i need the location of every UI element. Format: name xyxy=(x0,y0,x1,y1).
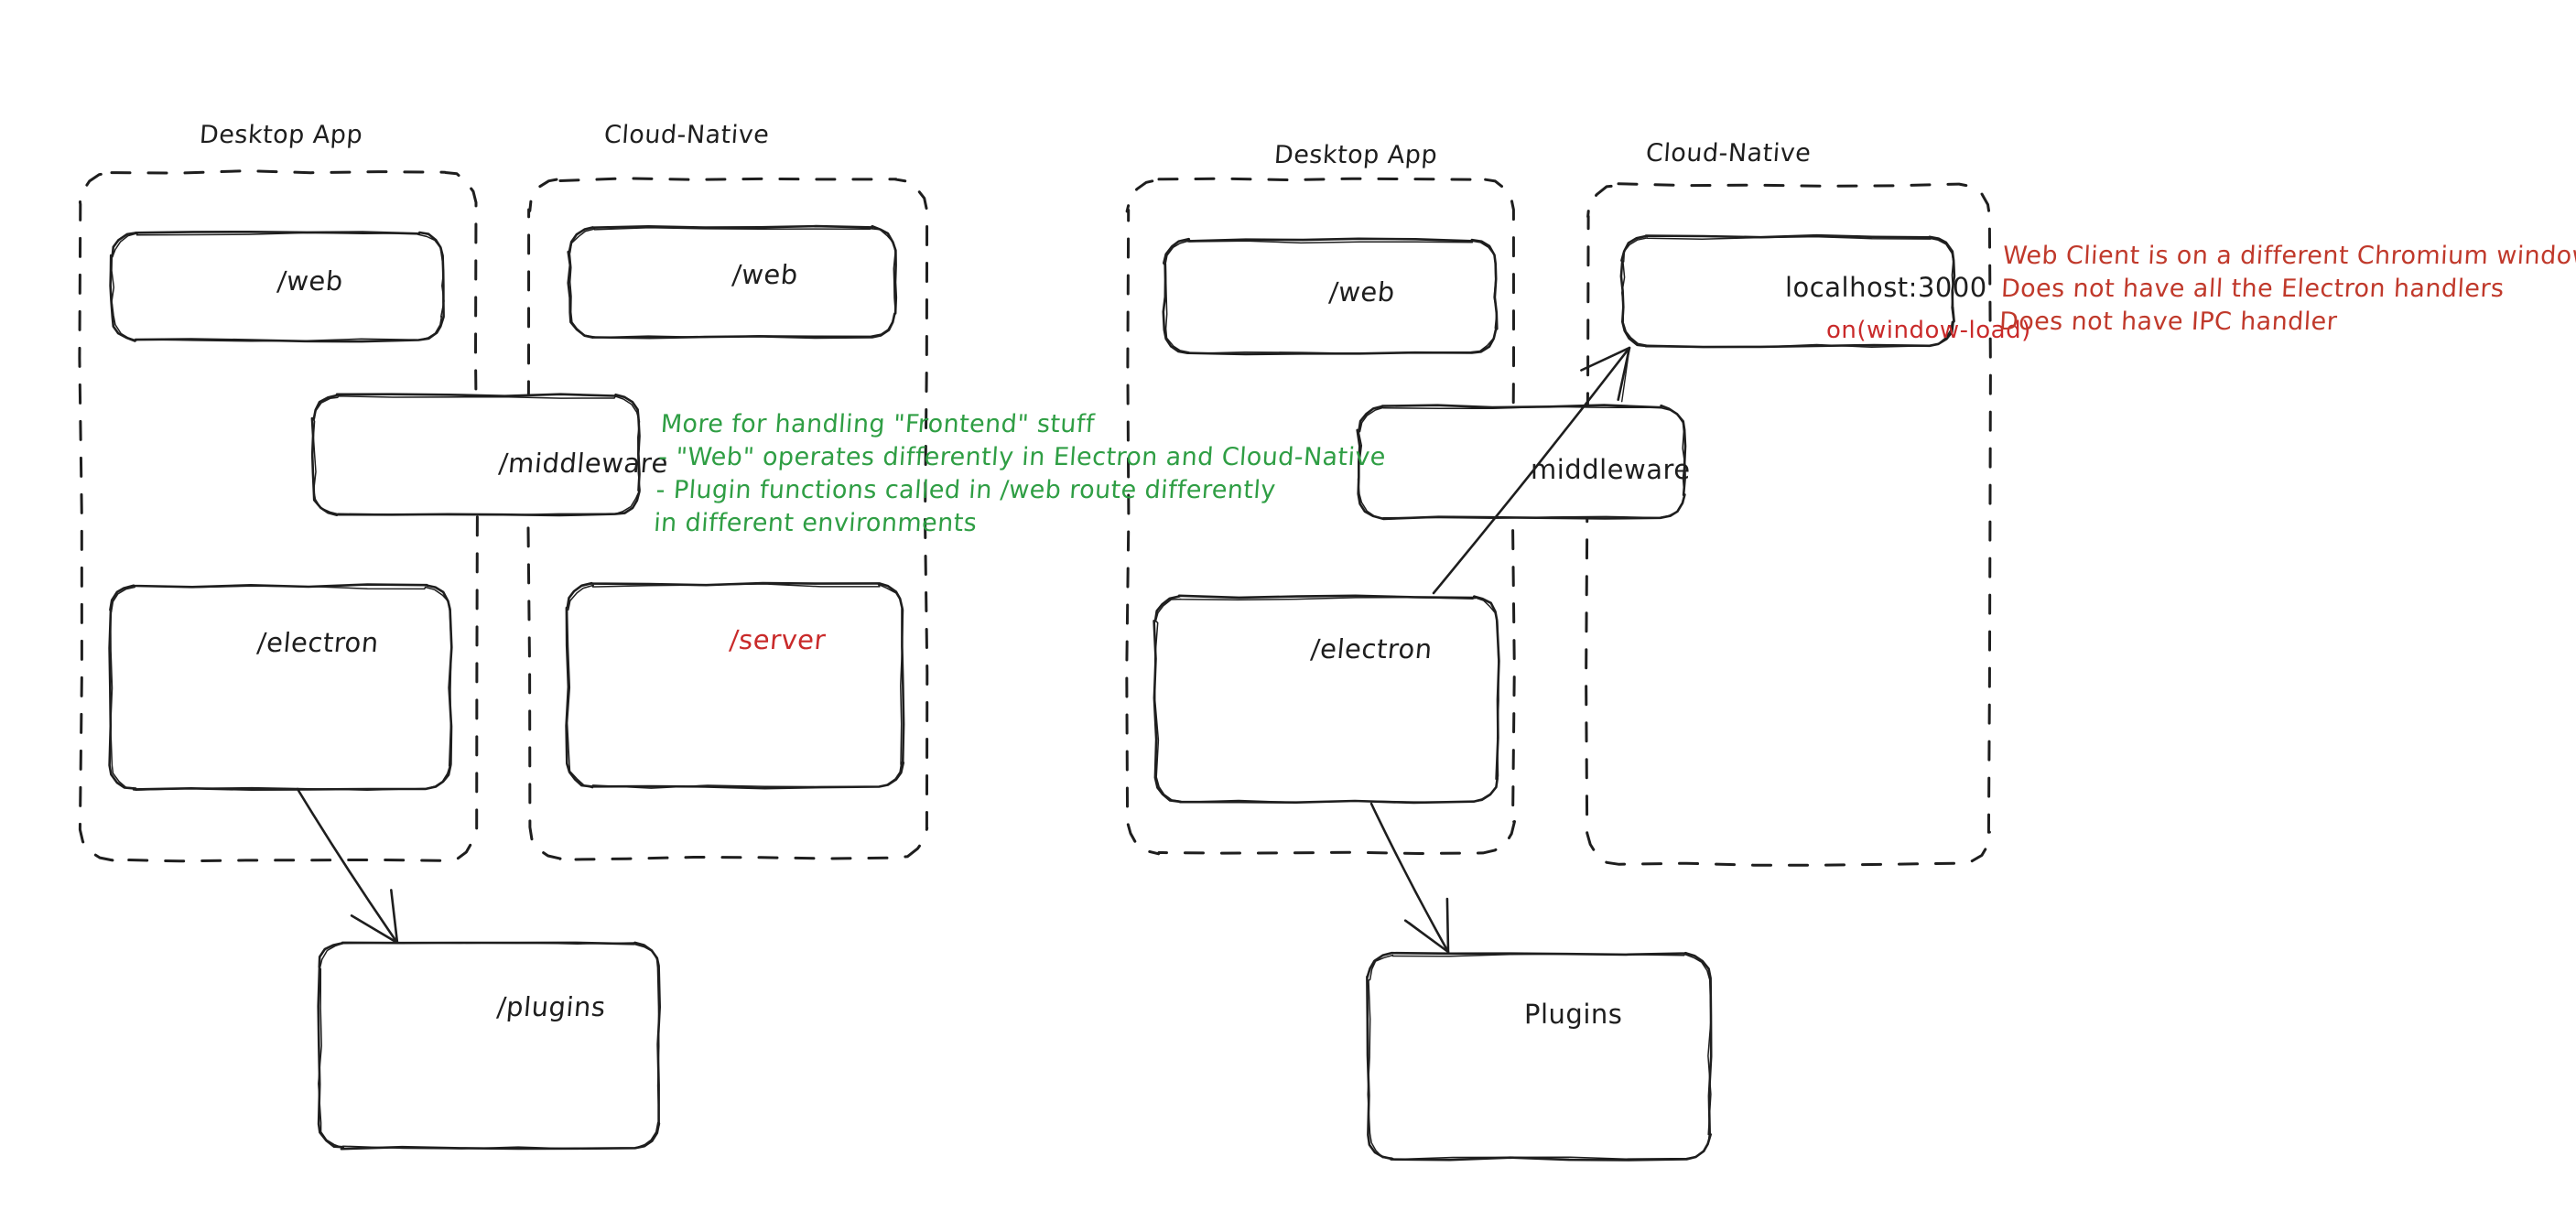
box-outline-secondary-right-plugins xyxy=(1367,953,1712,1161)
box-left-electron[interactable] xyxy=(108,583,453,791)
arrow-shaft-secondary-right-electron-to-plugins xyxy=(1370,803,1449,953)
box-label-right-web: /web xyxy=(1327,276,1397,308)
group-title-right-cloud-native: Cloud-Native xyxy=(1644,139,1813,168)
annotation-line: Web Client is on a different Chromium wi… xyxy=(2002,242,2576,270)
annotation-line: Does not have IPC handler xyxy=(1998,307,2338,336)
arrow-head-secondary-right-electron-to-plugins xyxy=(1408,922,1449,953)
box-outline-secondary-left-electron xyxy=(110,584,452,792)
box-label-right-localhost: localhost:3000 xyxy=(1785,272,1987,303)
annotation-line: Does not have all the Electron handlers xyxy=(2000,274,2506,303)
box-label-right-electron: /electron xyxy=(1309,633,1434,665)
box-label-left-web-desktop: /web xyxy=(276,265,345,297)
box-sublabel-right-localhost: on(window-load) xyxy=(1826,317,2031,344)
group-title-left-desktop-app: Desktop App xyxy=(198,121,364,149)
box-right-plugins[interactable] xyxy=(1366,951,1713,1162)
box-right-middleware[interactable] xyxy=(1356,404,1687,521)
box-label-left-server: /server xyxy=(728,624,828,655)
box-left-web-desktop[interactable] xyxy=(109,231,445,343)
box-right-localhost[interactable] xyxy=(1619,233,1956,349)
box-outline-secondary-left-middleware xyxy=(312,395,641,516)
group-container-right-desktop-app xyxy=(1125,177,1516,856)
annotation-line: - Plugin functions called in /web route … xyxy=(655,475,1277,504)
box-left-server[interactable] xyxy=(565,581,905,790)
arrow-head-right-electron-to-plugins xyxy=(1403,897,1450,954)
arrow-head-secondary-right-electron-to-localhost xyxy=(1621,347,1630,403)
annotation-line: in different environments xyxy=(653,508,979,537)
annotation-line: - "Web" operates differently in Electron… xyxy=(657,442,1387,471)
box-outline-secondary-left-web-desktop xyxy=(111,232,445,342)
box-label-left-plugins: /plugins xyxy=(495,991,608,1022)
group-container-left-cloud-native xyxy=(526,177,929,861)
box-outline-secondary-right-middleware xyxy=(1357,405,1685,520)
arrow-shaft-secondary-right-electron-to-localhost xyxy=(1433,347,1630,594)
box-outline-secondary-right-web xyxy=(1164,239,1498,354)
box-right-electron[interactable] xyxy=(1153,594,1500,805)
arrow-shaft-left-electron-to-plugins xyxy=(296,787,399,945)
annotation-green-note: More for handling "Frontend" stuff - "Web… xyxy=(653,408,1390,540)
group-title-right-desktop-app: Desktop App xyxy=(1272,141,1439,169)
arrow-head-secondary-left-electron-to-plugins xyxy=(354,916,398,944)
group-title-left-cloud-native: Cloud-Native xyxy=(602,121,771,149)
box-outline-secondary-left-web-cloud xyxy=(568,226,897,339)
box-label-left-middleware: /middleware xyxy=(497,448,670,479)
box-left-plugins[interactable] xyxy=(317,941,661,1151)
box-label-right-middleware: middleware xyxy=(1531,454,1691,485)
arrow-shaft-right-electron-to-plugins xyxy=(1369,802,1450,954)
group-container-right-cloud-native xyxy=(1585,182,1992,867)
box-label-left-web-cloud: /web xyxy=(731,259,800,290)
group-container-left-desktop-app xyxy=(78,169,479,863)
box-outline-secondary-left-server xyxy=(566,583,904,789)
arrow-shaft-secondary-left-electron-to-plugins xyxy=(297,788,398,944)
box-outline-secondary-left-plugins xyxy=(318,942,660,1150)
box-outline-secondary-right-electron xyxy=(1153,596,1499,804)
annotation-red-note: Web Client is on a different Chromium wi… xyxy=(1998,240,2576,339)
box-label-right-plugins: Plugins xyxy=(1524,999,1623,1030)
annotation-line: More for handling "Frontend" stuff xyxy=(659,410,1096,438)
box-left-middleware[interactable] xyxy=(310,393,641,517)
box-label-left-electron: /electron xyxy=(255,627,381,658)
box-left-web-cloud[interactable] xyxy=(567,224,898,340)
box-outline-secondary-right-localhost xyxy=(1621,235,1954,349)
